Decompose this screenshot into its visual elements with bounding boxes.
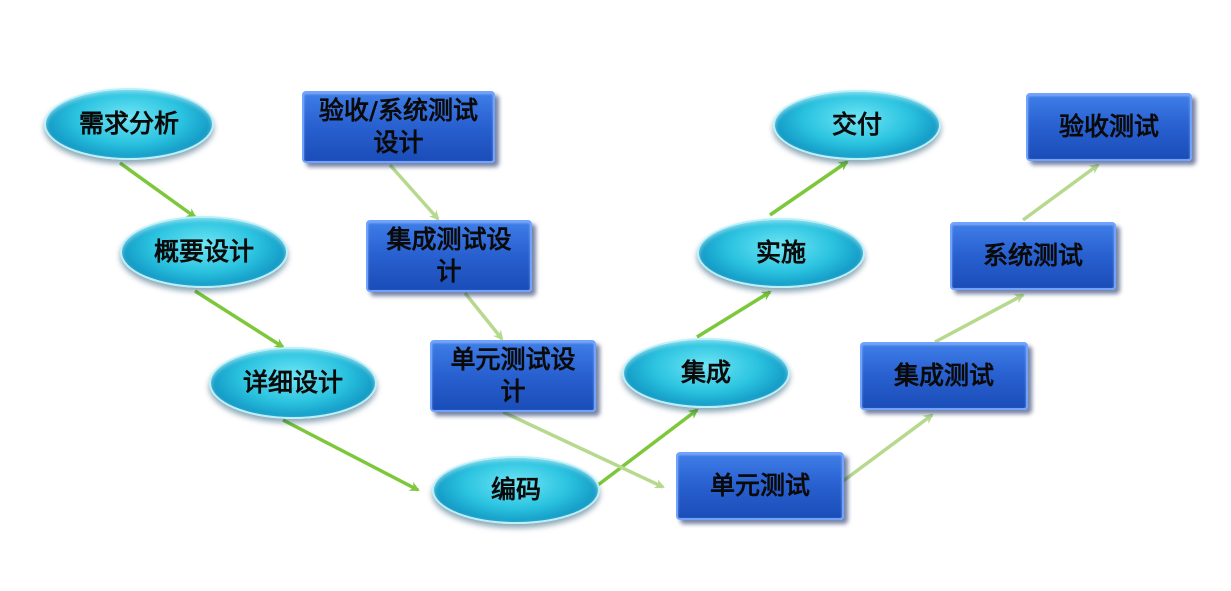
node-unit-test-design: 单元测试设计 xyxy=(430,340,596,412)
node-detail-design: 详细设计 xyxy=(209,347,377,419)
node-unit-test: 单元测试 xyxy=(676,452,844,520)
arrow-overview-to-detail xyxy=(194,289,285,349)
node-unit-test-label: 单元测试 xyxy=(709,471,810,500)
arrow-integration-design-to-unit-design xyxy=(463,291,504,341)
arrow-implementation-to-delivery xyxy=(769,160,849,217)
node-implementation-label: 实施 xyxy=(755,238,806,267)
arrow-coding-to-integration xyxy=(592,408,699,490)
arrow-integration-to-implementation xyxy=(696,290,772,339)
node-integration-test-design-label: 集成测试设计 xyxy=(386,225,512,286)
node-integration-test-design: 集成测试设计 xyxy=(366,220,532,292)
node-acceptance-test: 验收测试 xyxy=(1026,93,1192,161)
arrow-system-test-to-acceptance-test xyxy=(1021,163,1100,222)
node-implementation: 实施 xyxy=(697,218,865,288)
node-delivery-label: 交付 xyxy=(831,110,882,139)
node-overview-design: 概要设计 xyxy=(120,216,288,288)
arrow-integration-test-to-system-test xyxy=(934,293,1025,344)
node-acceptance-system-test-design-label: 验收/系统测试设计 xyxy=(318,96,479,157)
node-system-test-label: 系统测试 xyxy=(982,241,1083,270)
arrow-acceptance-design-to-integration-design xyxy=(388,163,440,221)
node-coding: 编码 xyxy=(432,456,600,524)
node-integration-label: 集成 xyxy=(680,358,731,387)
node-integration: 集成 xyxy=(622,338,790,408)
node-detail-design-label: 详细设计 xyxy=(242,368,343,397)
node-overview-design-label: 概要设计 xyxy=(153,237,254,266)
node-integration-test: 集成测试 xyxy=(860,342,1028,410)
node-system-test: 系统测试 xyxy=(950,222,1116,290)
arrow-req-to-overview xyxy=(118,161,197,219)
node-requirements-analysis: 需求分析 xyxy=(44,88,214,160)
arrow-unit-test-to-integration-test xyxy=(833,413,934,489)
node-unit-test-design-label: 单元测试设计 xyxy=(450,345,576,406)
node-requirements-analysis-label: 需求分析 xyxy=(78,109,179,138)
node-coding-label: 编码 xyxy=(490,475,541,504)
node-acceptance-system-test-design: 验收/系统测试设计 xyxy=(302,91,495,163)
arrow-detail-to-coding xyxy=(282,418,420,492)
arrow-unit-design-to-unit-test xyxy=(502,410,665,489)
node-delivery: 交付 xyxy=(773,90,941,160)
node-integration-test-label: 集成测试 xyxy=(893,361,994,390)
node-acceptance-test-label: 验收测试 xyxy=(1058,112,1159,141)
